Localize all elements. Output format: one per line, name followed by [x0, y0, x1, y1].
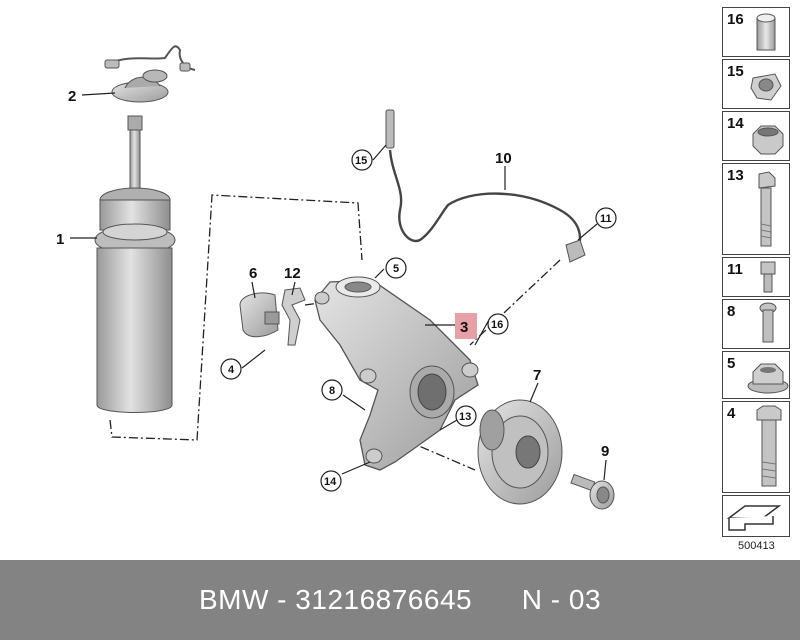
sidebar-item-label: 4 — [727, 405, 736, 422]
callout-16: 16 — [491, 319, 503, 331]
callout-4: 4 — [228, 364, 235, 376]
sidebar-item-label: 16 — [727, 11, 744, 28]
sidebar-item-arrow[interactable] — [722, 495, 790, 537]
footer-separator: - — [268, 584, 296, 615]
callout-16-circle — [487, 313, 509, 335]
sidebar-item-13[interactable]: 13 — [722, 163, 790, 255]
bracket-parts — [239, 287, 306, 346]
wheel-hub-bearing — [477, 399, 563, 505]
sidebar-item-label: 11 — [727, 261, 743, 278]
sidebar-item-label: 15 — [727, 63, 744, 80]
socket-screw-icon — [760, 261, 776, 293]
callout-5: 5 — [393, 263, 399, 275]
sidebar-item-14[interactable]: 14 — [722, 111, 790, 161]
diagram-reference-code: 500413 — [738, 540, 775, 552]
leader-lines — [70, 92, 607, 481]
callout-15: 15 — [355, 155, 367, 167]
sidebar-item-label: 5 — [727, 355, 736, 372]
callout-13-circle — [455, 405, 477, 427]
callout-2: 2 — [68, 88, 76, 105]
steering-knuckle — [314, 276, 479, 471]
strut-mount-cap — [104, 45, 196, 103]
collar-nut-icon — [752, 125, 784, 155]
footer-page: N - 03 — [521, 584, 602, 615]
callout-11-circle — [595, 207, 617, 229]
hex-bolt-icon — [756, 405, 782, 487]
footer-bar: BMW - 31216876645 N - 03 — [0, 560, 800, 640]
exploded-parts-diagram: 1 2 6 12 10 7 9 3 5 4 8 13 14 16 11 15 — [56, 45, 617, 510]
sidebar-item-label: 13 — [727, 167, 744, 184]
callout-10: 10 — [495, 150, 512, 167]
shock-absorber-strut — [94, 115, 176, 413]
callout-1: 1 — [56, 231, 64, 248]
sidebar-item-16[interactable]: 16 — [722, 7, 790, 57]
sidebar-item-15[interactable]: 15 — [722, 59, 790, 109]
callout-7: 7 — [533, 367, 541, 384]
footer-gap — [472, 584, 522, 616]
callout-14-circle — [320, 470, 342, 492]
callout-12: 12 — [284, 265, 301, 282]
callout-6: 6 — [249, 265, 257, 282]
callout-14: 14 — [324, 476, 337, 488]
callout-11: 11 — [600, 213, 612, 225]
callout-8: 8 — [329, 385, 335, 397]
cable-clip-icon — [750, 73, 782, 101]
parts-index-sidebar: 16 15 14 13 11 — [722, 7, 792, 537]
flange-nut-icon — [747, 363, 789, 394]
callout-4-circle — [220, 358, 242, 380]
short-bolt-icon — [759, 302, 777, 343]
hub-bolt — [570, 473, 615, 510]
footer-brand: BMW — [198, 584, 269, 615]
sidebar-item-11[interactable]: 11 — [722, 257, 790, 297]
sensor-cable — [385, 109, 586, 263]
sidebar-item-4[interactable]: 4 — [722, 401, 790, 493]
callout-13: 13 — [459, 411, 471, 423]
sidebar-item-label: 14 — [727, 115, 744, 132]
callout-3-highlight — [455, 313, 477, 339]
arrow-icon — [726, 505, 782, 531]
callout-9: 9 — [601, 443, 609, 460]
callout-5-circle — [385, 257, 407, 279]
callout-8-circle — [321, 379, 343, 401]
footer-part-number: 31216876645 — [295, 584, 473, 615]
long-bolt-icon — [758, 171, 776, 247]
sidebar-item-5[interactable]: 5 — [722, 351, 790, 399]
sidebar-item-label: 8 — [727, 303, 736, 320]
sidebar-item-8[interactable]: 8 — [722, 299, 790, 349]
callout-3: 3 — [460, 319, 468, 336]
bushing-icon — [756, 13, 776, 51]
callout-15-circle — [351, 149, 373, 171]
